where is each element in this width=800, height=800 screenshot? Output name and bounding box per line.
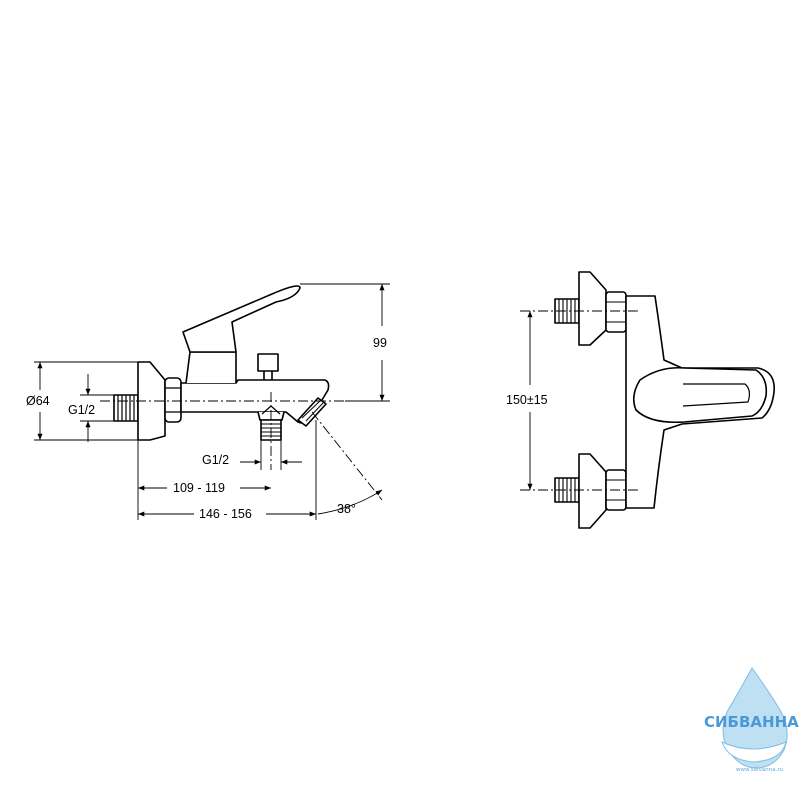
- dim-centers: 150±15: [506, 393, 548, 407]
- side-view-centerlines: [100, 392, 383, 501]
- water-drop-icon: [722, 667, 788, 769]
- side-view-dimensions: [34, 283, 390, 520]
- dim-diameter: Ø64: [26, 394, 50, 408]
- front-lever: [632, 366, 768, 424]
- dim-height: 99: [373, 336, 387, 350]
- front-view: [554, 271, 775, 529]
- diverter-knob: [257, 353, 279, 380]
- dim-spout-reach: 146 - 156: [199, 507, 252, 521]
- wall-thread-connector: [113, 394, 139, 422]
- dim-outlet-distance: 109 - 119: [173, 481, 225, 495]
- watermark-url: www.sibvanna.ru: [736, 767, 783, 773]
- dim-angle: 38°: [337, 502, 356, 516]
- upper-connector: [554, 271, 627, 346]
- watermark: СИБВАННА www.sibvanna.ru: [704, 667, 799, 773]
- dim-wall-thread: G1/2: [68, 403, 95, 417]
- side-view: [113, 285, 330, 441]
- lever-handle: [182, 285, 301, 353]
- dim-outlet-thread: G1/2: [202, 453, 229, 467]
- front-view-dimensions: [520, 310, 640, 491]
- union-nut: [164, 377, 182, 423]
- bathtub-icon: [721, 741, 787, 763]
- lower-connector: [554, 453, 627, 529]
- watermark-brand: СИБВАННА: [704, 713, 799, 731]
